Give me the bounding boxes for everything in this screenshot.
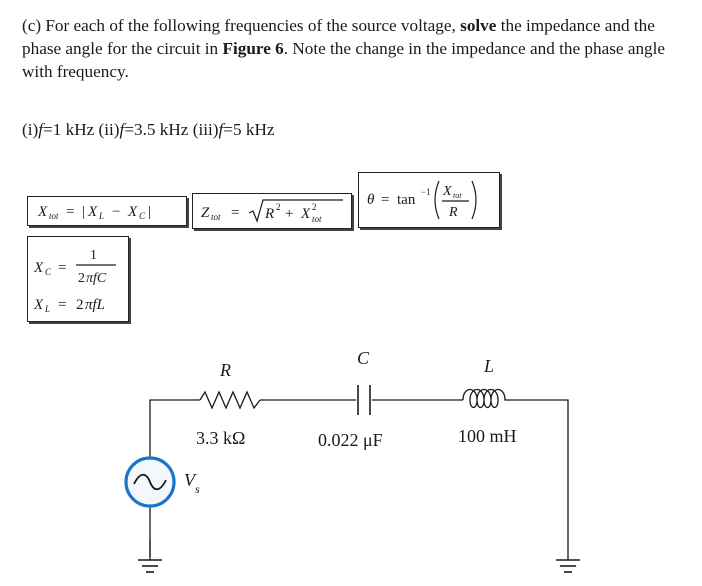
svg-text:=: = [381, 192, 389, 208]
freq-1-value: =1 kHz [43, 120, 95, 139]
formula-ztot-box: Z tot = R 2 + X 2 tot [192, 193, 352, 229]
svg-text:R: R [264, 206, 274, 222]
formula-xc-xl: X C = 1 2 πfC X L = 2 πfL [33, 248, 116, 314]
part-label: (c) [22, 16, 42, 35]
svg-text:tot: tot [49, 211, 59, 221]
formula-ztot: Z tot = R 2 + X 2 tot [201, 199, 343, 224]
ground-right-symbol [556, 557, 580, 573]
svg-text:tot: tot [453, 191, 462, 200]
svg-text:|: | [148, 204, 151, 220]
capacitor-value: 0.022 μF [318, 430, 383, 450]
svg-text:Z: Z [201, 205, 210, 221]
svg-text:=: = [66, 204, 74, 220]
inductor-label: L [483, 356, 494, 376]
problem-text-c: . Note the change in the impedance and t… [22, 39, 666, 81]
freq-3-value: =5 kHz [223, 120, 275, 139]
svg-text:πfC: πfC [86, 271, 107, 286]
svg-text:tan: tan [397, 192, 416, 208]
problem-text-a: For each of the following frequencies of… [45, 16, 456, 35]
svg-text:C: C [45, 267, 52, 277]
svg-text:L: L [98, 211, 104, 221]
svg-text:X: X [127, 204, 138, 220]
inductor-symbol [462, 388, 520, 409]
problem-statement: (c) For each of the following frequencie… [22, 14, 686, 83]
capacitor-label: C [357, 348, 370, 368]
problem-bold-figure: Figure 6 [222, 39, 284, 58]
freq-1-label: (i) [22, 120, 39, 139]
freq-3-label: (iii) [192, 120, 219, 139]
freq-2-value: =3.5 kHz [124, 120, 189, 139]
svg-text:1: 1 [90, 248, 97, 263]
svg-text:2: 2 [276, 202, 281, 212]
formula-xc-xl-box: X C = 1 2 πfC X L = 2 πfL [27, 236, 129, 322]
svg-text:2: 2 [76, 297, 84, 313]
svg-text:C: C [139, 211, 146, 221]
svg-text:X: X [37, 204, 48, 220]
source-subscript: s [195, 482, 200, 496]
svg-text:X: X [87, 204, 98, 220]
svg-text:−: − [112, 204, 120, 220]
svg-text:X: X [33, 297, 44, 313]
ground-left-symbol [138, 540, 162, 573]
svg-text:X: X [442, 184, 452, 199]
source-label: V [184, 470, 197, 490]
formula-theta: θ = tan −1 X tot R [367, 180, 477, 220]
wire-l-right [520, 399, 569, 557]
svg-text:θ: θ [367, 192, 375, 208]
svg-text:+: + [285, 206, 293, 222]
svg-text:R: R [448, 205, 458, 220]
svg-text:X: X [300, 206, 311, 222]
ac-source-symbol [124, 456, 176, 508]
formula-xl: X L = 2 πfL [33, 297, 105, 314]
freq-var-3: f [218, 120, 224, 139]
inductor-value: 100 mH [458, 426, 517, 446]
svg-text:2: 2 [78, 271, 85, 286]
svg-text:X: X [33, 260, 44, 276]
freq-2-label: (ii) [98, 120, 120, 139]
svg-text:L: L [44, 304, 50, 314]
resistor-label: R [219, 360, 231, 380]
formula-xtot-box: X tot = | X L − X C | [27, 196, 187, 226]
svg-text:=: = [231, 205, 239, 221]
svg-text:πfL: πfL [85, 297, 105, 313]
formula-xtot: X tot = | X L − X C | [37, 204, 151, 221]
problem-text-b: the impedance and the phase angle for th… [22, 16, 655, 58]
svg-text:|: | [82, 204, 85, 220]
svg-text:−1: −1 [421, 187, 431, 197]
svg-text:2: 2 [312, 202, 317, 212]
problem-bold-solve: solve [460, 16, 497, 35]
svg-text:tot: tot [211, 212, 221, 222]
formula-xc: X C = 1 2 πfC [33, 248, 116, 286]
resistor-value: 3.3 kΩ [196, 428, 245, 448]
freq-var-2: f [119, 120, 125, 139]
frequency-list: (i)f=1 kHz (ii)f=3.5 kHz (iii)f=5 kHz [22, 120, 275, 140]
svg-text:=: = [58, 297, 66, 313]
svg-text:=: = [58, 260, 66, 276]
formula-theta-box: θ = tan −1 X tot R [358, 172, 500, 228]
resistor-symbol [199, 390, 261, 410]
svg-text:tot: tot [312, 214, 322, 224]
freq-var-1: f [38, 120, 44, 139]
